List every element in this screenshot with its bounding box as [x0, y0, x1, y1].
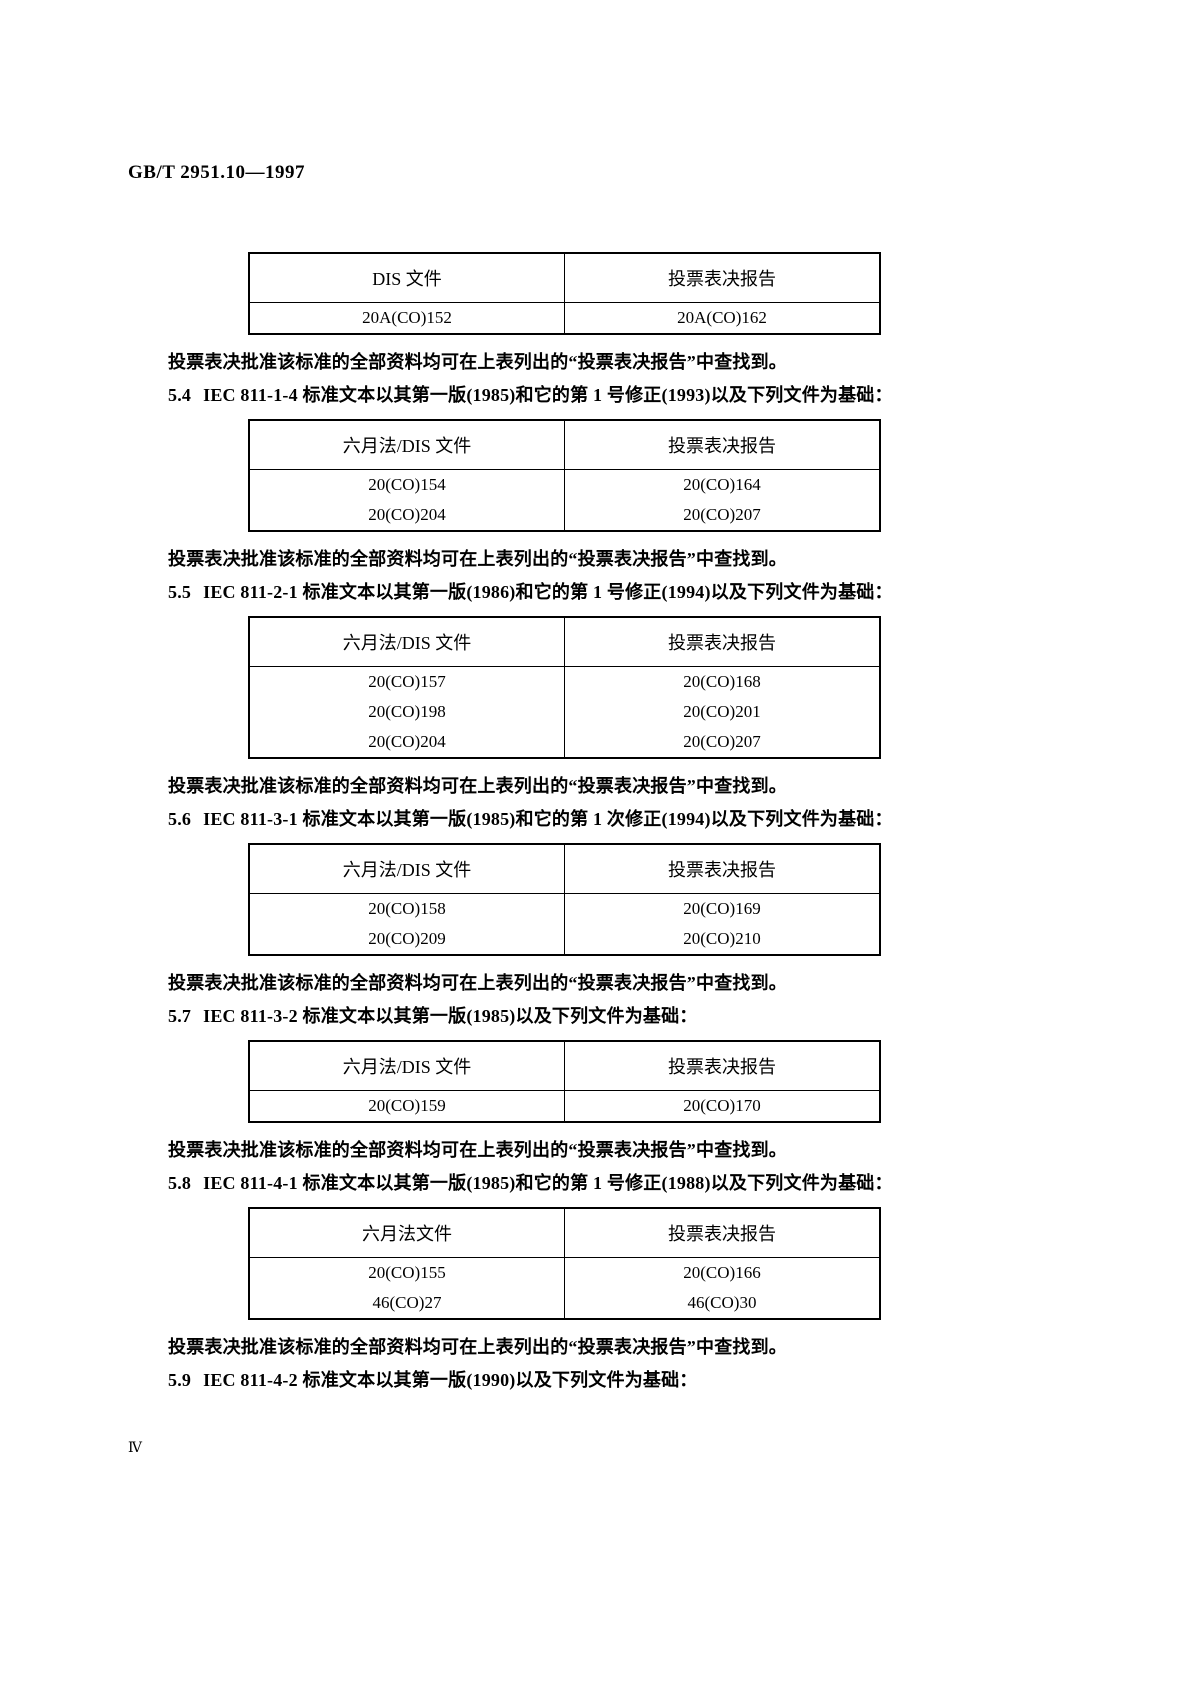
table-cell: 20(CO)204 — [248, 727, 565, 759]
table-cell: 20(CO)204 — [248, 500, 565, 532]
table-cell: 46(CO)27 — [248, 1288, 565, 1320]
note-paragraph-5: 投票表决批准该标准的全部资料均可在上表列出的“投票表决报告”中查找到。 — [168, 1337, 787, 1357]
clause-5-4: 5.4 IEC 811-1-4 标准文本以其第一版(1985)和它的第 1 号修正… — [168, 382, 1028, 409]
clause-5-5: 5.5 IEC 811-2-1 标准文本以其第一版(1986)和它的第 1 号修正… — [168, 579, 1028, 606]
table-row: 20(CO)157 20(CO)168 — [248, 666, 881, 697]
table-cell: 20(CO)210 — [564, 924, 881, 956]
table-header-row: 六月法/DIS 文件 投票表决报告 — [248, 419, 881, 470]
reference-table-0: DIS 文件 投票表决报告 20A(CO)152 20A(CO)162 — [248, 252, 881, 335]
reference-table-5: 六月法文件 投票表决报告 20(CO)155 20(CO)166 46(CO)2… — [248, 1207, 881, 1320]
table-block-4: 六月法/DIS 文件 投票表决报告 20(CO)159 20(CO)170 — [168, 1040, 1028, 1123]
table-header-row: DIS 文件 投票表决报告 — [248, 252, 881, 303]
table-cell: 20(CO)207 — [564, 727, 881, 759]
standard-code-header: GB/T 2951.10—1997 — [128, 162, 306, 183]
table-cell: 20A(CO)152 — [248, 302, 565, 335]
note-paragraph-0: 投票表决批准该标准的全部资料均可在上表列出的“投票表决报告”中查找到。 — [168, 352, 787, 372]
table-cell: 20(CO)157 — [248, 666, 565, 697]
clause-text: IEC 811-4-2 标准文本以其第一版(1990)以及下列文件为基础： — [203, 1370, 698, 1390]
table-cell: 20(CO)209 — [248, 924, 565, 956]
table-header-cell: 六月法/DIS 文件 — [248, 1040, 565, 1091]
clause-number: 5.8 — [168, 1173, 192, 1193]
clause-5-8: 5.8 IEC 811-4-1 标准文本以其第一版(1985)和它的第 1 号修正… — [168, 1170, 1028, 1197]
table-header-cell: 投票表决报告 — [564, 616, 881, 667]
table-header-row: 六月法/DIS 文件 投票表决报告 — [248, 1040, 881, 1091]
table-header-cell: DIS 文件 — [248, 252, 565, 303]
clause-text: IEC 811-4-1 标准文本以其第一版(1985)和它的第 1 号修正(19… — [203, 1173, 893, 1193]
table-cell: 20(CO)159 — [248, 1090, 565, 1123]
reference-table-3: 六月法/DIS 文件 投票表决报告 20(CO)158 20(CO)169 20… — [248, 843, 881, 956]
table-header-row: 六月法/DIS 文件 投票表决报告 — [248, 843, 881, 894]
table-cell: 20(CO)166 — [564, 1257, 881, 1288]
clause-number: 5.6 — [168, 809, 192, 829]
clause-5-7: 5.7 IEC 811-3-2 标准文本以其第一版(1985)以及下列文件为基础： — [168, 1003, 1028, 1030]
table-cell: 20(CO)198 — [248, 697, 565, 727]
table-block-0: DIS 文件 投票表决报告 20A(CO)152 20A(CO)162 — [168, 252, 1028, 335]
table-row: 20(CO)155 20(CO)166 — [248, 1257, 881, 1288]
table-header-cell: 投票表决报告 — [564, 419, 881, 470]
table-header-row: 六月法/DIS 文件 投票表决报告 — [248, 616, 881, 667]
note-paragraph-2: 投票表决批准该标准的全部资料均可在上表列出的“投票表决报告”中查找到。 — [168, 776, 787, 796]
table-cell: 20(CO)155 — [248, 1257, 565, 1288]
table-block-1: 六月法/DIS 文件 投票表决报告 20(CO)154 20(CO)164 20… — [168, 419, 1028, 532]
table-row: 20(CO)204 20(CO)207 — [248, 500, 881, 532]
clause-text: IEC 811-3-2 标准文本以其第一版(1985)以及下列文件为基础： — [203, 1006, 698, 1026]
table-row: 20(CO)204 20(CO)207 — [248, 727, 881, 759]
table-header-cell: 投票表决报告 — [564, 1040, 881, 1091]
table-row: 20(CO)159 20(CO)170 — [248, 1090, 881, 1123]
table-header-cell: 投票表决报告 — [564, 252, 881, 303]
table-cell: 20(CO)201 — [564, 697, 881, 727]
table-cell: 20(CO)169 — [564, 893, 881, 924]
table-header-row: 六月法文件 投票表决报告 — [248, 1207, 881, 1258]
table-header-cell: 投票表决报告 — [564, 1207, 881, 1258]
note-paragraph-3: 投票表决批准该标准的全部资料均可在上表列出的“投票表决报告”中查找到。 — [168, 973, 787, 993]
table-cell: 20(CO)170 — [564, 1090, 881, 1123]
table-row: 20A(CO)152 20A(CO)162 — [248, 302, 881, 335]
table-block-3: 六月法/DIS 文件 投票表决报告 20(CO)158 20(CO)169 20… — [168, 843, 1028, 956]
table-cell: 20(CO)164 — [564, 469, 881, 500]
table-header-cell: 六月法/DIS 文件 — [248, 419, 565, 470]
document-content: DIS 文件 投票表决报告 20A(CO)152 20A(CO)162 投票表决… — [168, 248, 1028, 1404]
reference-table-1: 六月法/DIS 文件 投票表决报告 20(CO)154 20(CO)164 20… — [248, 419, 881, 532]
table-row: 20(CO)209 20(CO)210 — [248, 924, 881, 956]
note-paragraph-4: 投票表决批准该标准的全部资料均可在上表列出的“投票表决报告”中查找到。 — [168, 1140, 787, 1160]
table-cell: 20(CO)154 — [248, 469, 565, 500]
table-row: 46(CO)27 46(CO)30 — [248, 1288, 881, 1320]
table-header-cell: 投票表决报告 — [564, 843, 881, 894]
clause-5-9: 5.9 IEC 811-4-2 标准文本以其第一版(1990)以及下列文件为基础： — [168, 1367, 1028, 1394]
table-header-cell: 六月法文件 — [248, 1207, 565, 1258]
clause-5-6: 5.6 IEC 811-3-1 标准文本以其第一版(1985)和它的第 1 次修正… — [168, 806, 1028, 833]
clause-number: 5.9 — [168, 1370, 192, 1390]
table-block-5: 六月法文件 投票表决报告 20(CO)155 20(CO)166 46(CO)2… — [168, 1207, 1028, 1320]
clause-text: IEC 811-3-1 标准文本以其第一版(1985)和它的第 1 次修正(19… — [203, 809, 893, 829]
table-cell: 20(CO)158 — [248, 893, 565, 924]
note-paragraph-1: 投票表决批准该标准的全部资料均可在上表列出的“投票表决报告”中查找到。 — [168, 549, 787, 569]
reference-table-4: 六月法/DIS 文件 投票表决报告 20(CO)159 20(CO)170 — [248, 1040, 881, 1123]
clause-number: 5.7 — [168, 1006, 192, 1026]
table-row: 20(CO)154 20(CO)164 — [248, 469, 881, 500]
table-block-2: 六月法/DIS 文件 投票表决报告 20(CO)157 20(CO)168 20… — [168, 616, 1028, 759]
clause-number: 5.4 — [168, 385, 192, 405]
clause-text: IEC 811-1-4 标准文本以其第一版(1985)和它的第 1 号修正(19… — [203, 385, 893, 405]
page-number: Ⅳ — [128, 1441, 142, 1456]
table-header-cell: 六月法/DIS 文件 — [248, 843, 565, 894]
table-cell: 20A(CO)162 — [564, 302, 881, 335]
table-header-cell: 六月法/DIS 文件 — [248, 616, 565, 667]
clause-text: IEC 811-2-1 标准文本以其第一版(1986)和它的第 1 号修正(19… — [203, 582, 893, 602]
table-row: 20(CO)158 20(CO)169 — [248, 893, 881, 924]
reference-table-2: 六月法/DIS 文件 投票表决报告 20(CO)157 20(CO)168 20… — [248, 616, 881, 759]
table-cell: 46(CO)30 — [564, 1288, 881, 1320]
clause-number: 5.5 — [168, 582, 192, 602]
table-cell: 20(CO)168 — [564, 666, 881, 697]
table-row: 20(CO)198 20(CO)201 — [248, 697, 881, 727]
table-cell: 20(CO)207 — [564, 500, 881, 532]
